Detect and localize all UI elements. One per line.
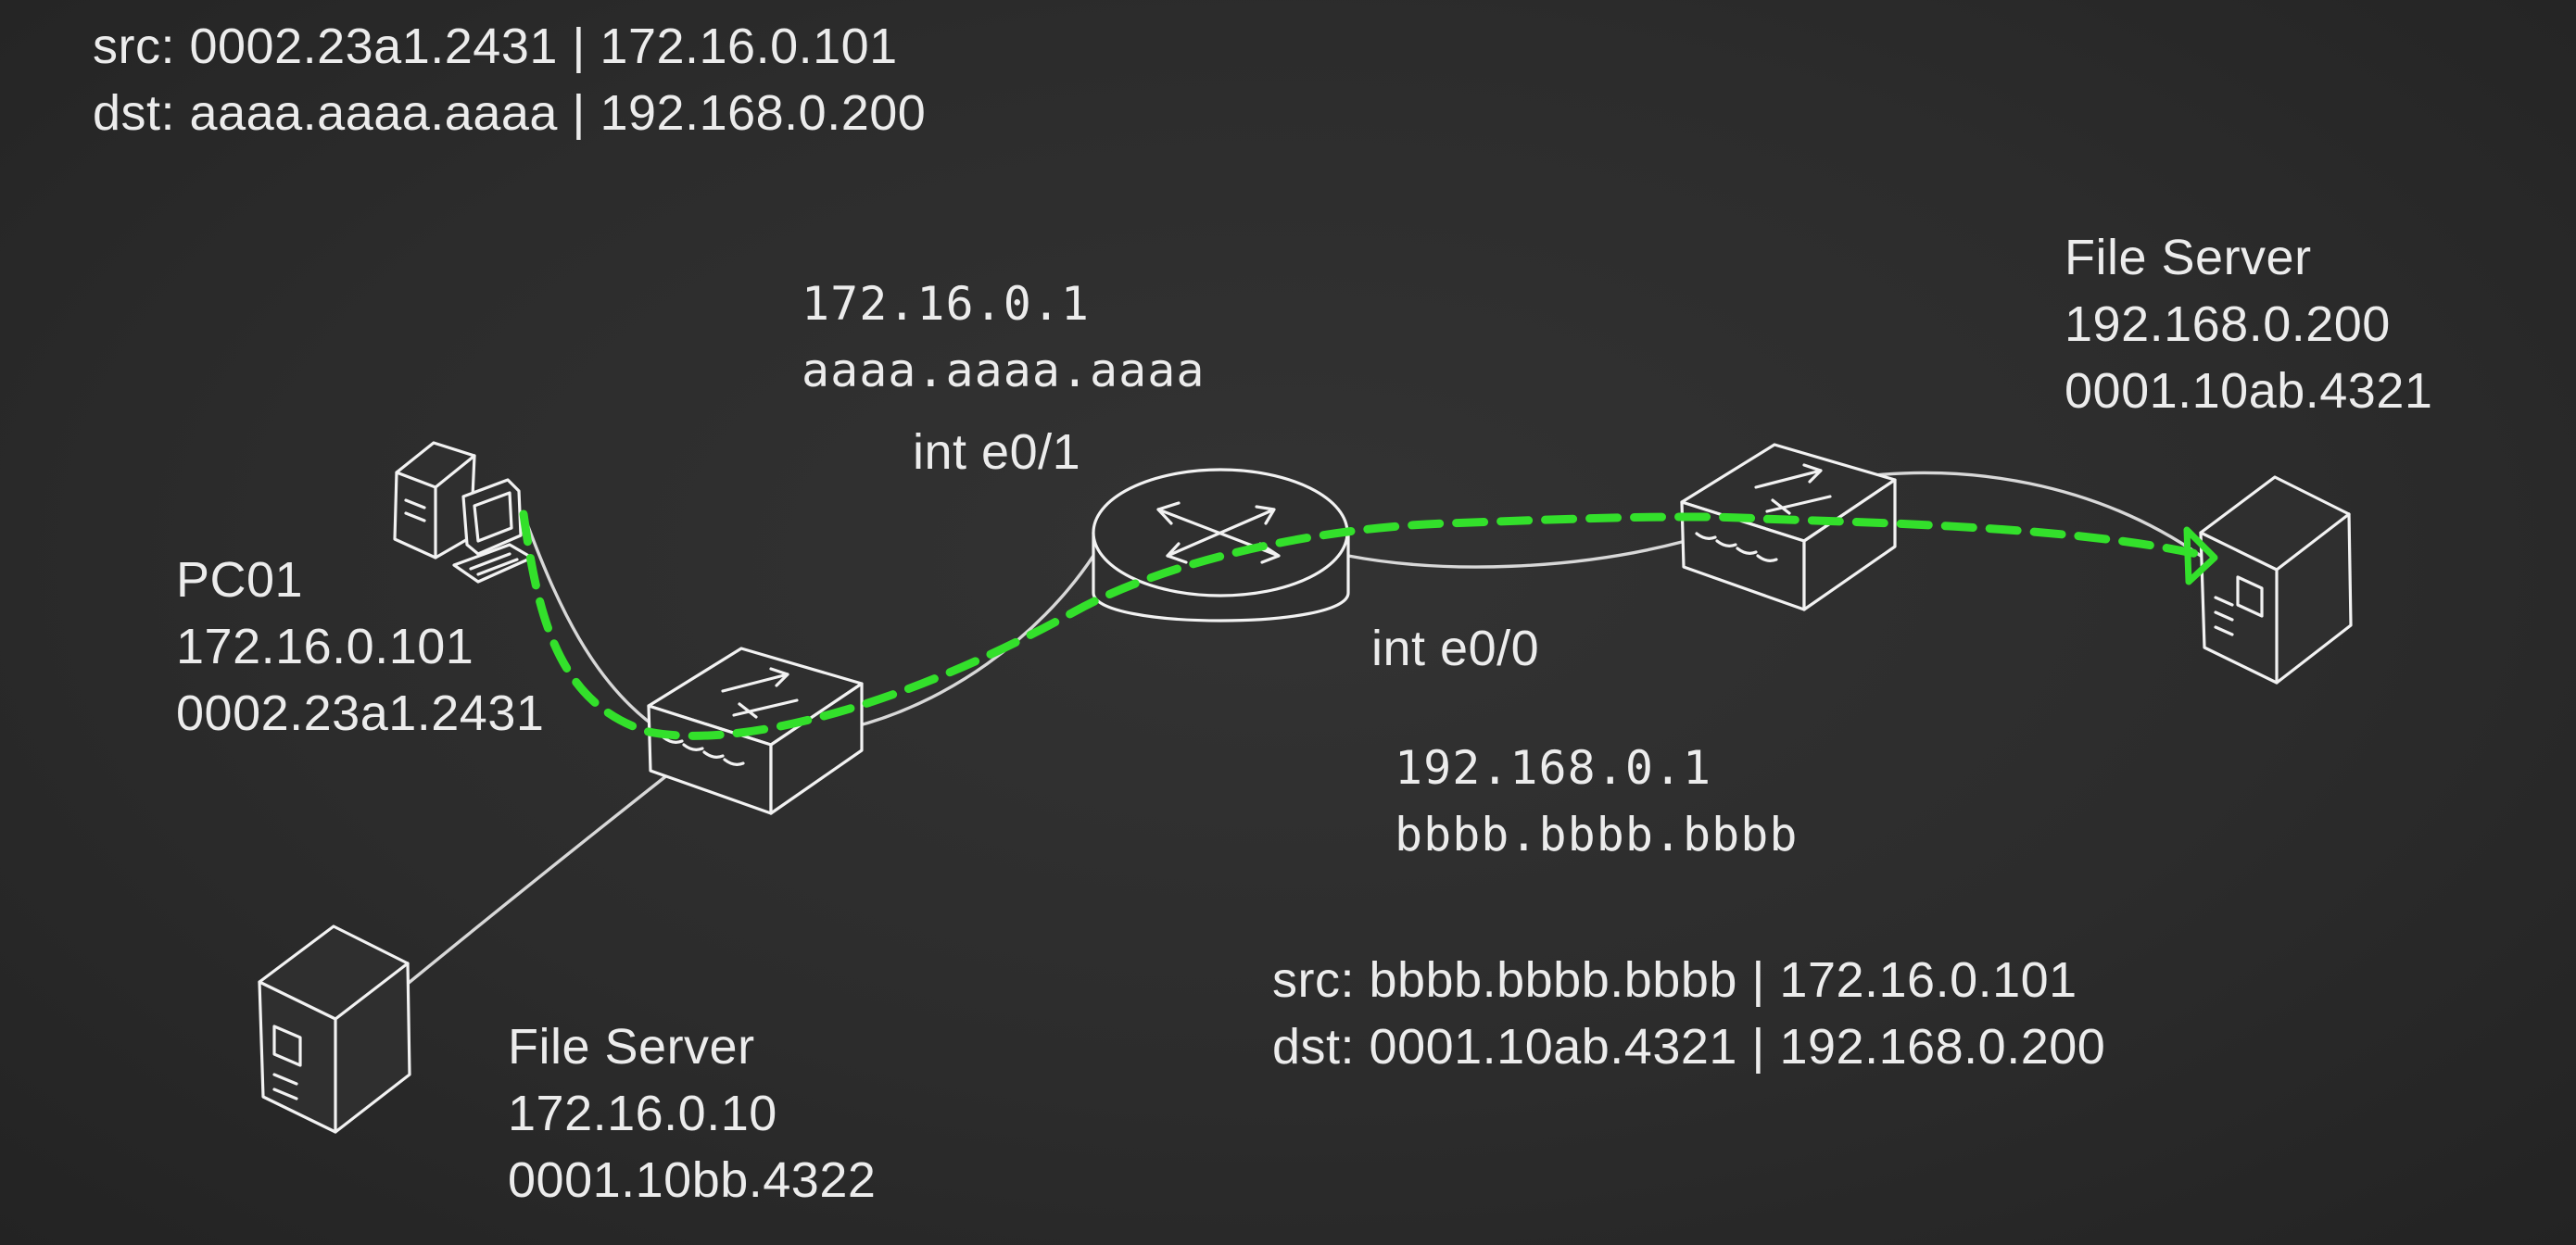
packet-src-before: src: 0002.23a1.2431 | 172.16.0.101 [93, 19, 898, 74]
pc01-name: PC01 [176, 552, 304, 608]
router-e0-0-mac: bbbb.bbbb.bbbb [1395, 808, 1799, 861]
arrowhead-icon [2183, 526, 2218, 585]
router-e0-1-ip: 172.16.0.1 [802, 277, 1091, 331]
local-file-server-ip: 172.16.0.10 [508, 1086, 777, 1141]
router-icon [1092, 468, 1350, 622]
remote-file-server-mac: 0001.10ab.4321 [2065, 363, 2433, 419]
desktop-computer-icon [393, 441, 534, 584]
router-interface-e0-1: int e0/1 [913, 424, 1081, 480]
network-switch-icon [1680, 443, 1897, 611]
local-file-server-name: File Server [508, 1019, 755, 1075]
router-interface-e0-0: int e0/0 [1371, 621, 1540, 676]
packet-path [519, 509, 2218, 740]
local-file-server-mac: 0001.10bb.4322 [508, 1152, 877, 1208]
server-tower-icon [258, 924, 411, 1134]
pc01-ip: 172.16.0.101 [176, 619, 474, 674]
remote-file-server-name: File Server [2065, 230, 2312, 285]
remote-file-server-ip: 192.168.0.200 [2065, 296, 2391, 352]
remote-file-server-label: File Server 192.168.0.200 0001.10ab.4321 [2065, 224, 2432, 424]
packet-path-segment [519, 509, 2210, 740]
cable-switch1-to-local-server [397, 762, 683, 993]
packet-src-after: src: bbbb.bbbb.bbbb | 172.16.0.101 [1272, 952, 2077, 1008]
router-e0-0-address: 192.168.0.1 bbbb.bbbb.bbbb [1395, 735, 1798, 868]
packet-header-before-router: src: 0002.23a1.2431 | 172.16.0.101 dst: … [93, 13, 926, 146]
router-e0-1-mac: aaaa.aaaa.aaaa [802, 344, 1206, 397]
local-file-server-label: File Server 172.16.0.10 0001.10bb.4322 [508, 1013, 876, 1214]
pc01-label: PC01 172.16.0.101 0002.23a1.2431 [176, 547, 544, 747]
cable-pc-to-switch1 [522, 512, 664, 734]
cable-switch2-to-remote-server [1856, 471, 2203, 558]
cable-router-to-switch2 [1346, 540, 1684, 569]
packet-dst-after: dst: 0001.10ab.4321 | 192.168.0.200 [1272, 1019, 2106, 1075]
packet-header-after-router: src: bbbb.bbbb.bbbb | 172.16.0.101 dst: … [1272, 947, 2105, 1080]
server-tower-icon [2199, 475, 2353, 685]
cables [397, 471, 2203, 993]
cable-switch1-to-router [851, 554, 1095, 729]
packet-dst-before: dst: aaaa.aaaa.aaaa | 192.168.0.200 [93, 85, 927, 141]
pc01-mac: 0002.23a1.2431 [176, 685, 545, 741]
router-e0-0-ip: 192.168.0.1 [1395, 741, 1712, 795]
router-e0-1-address: 172.16.0.1 aaaa.aaaa.aaaa [802, 270, 1205, 404]
